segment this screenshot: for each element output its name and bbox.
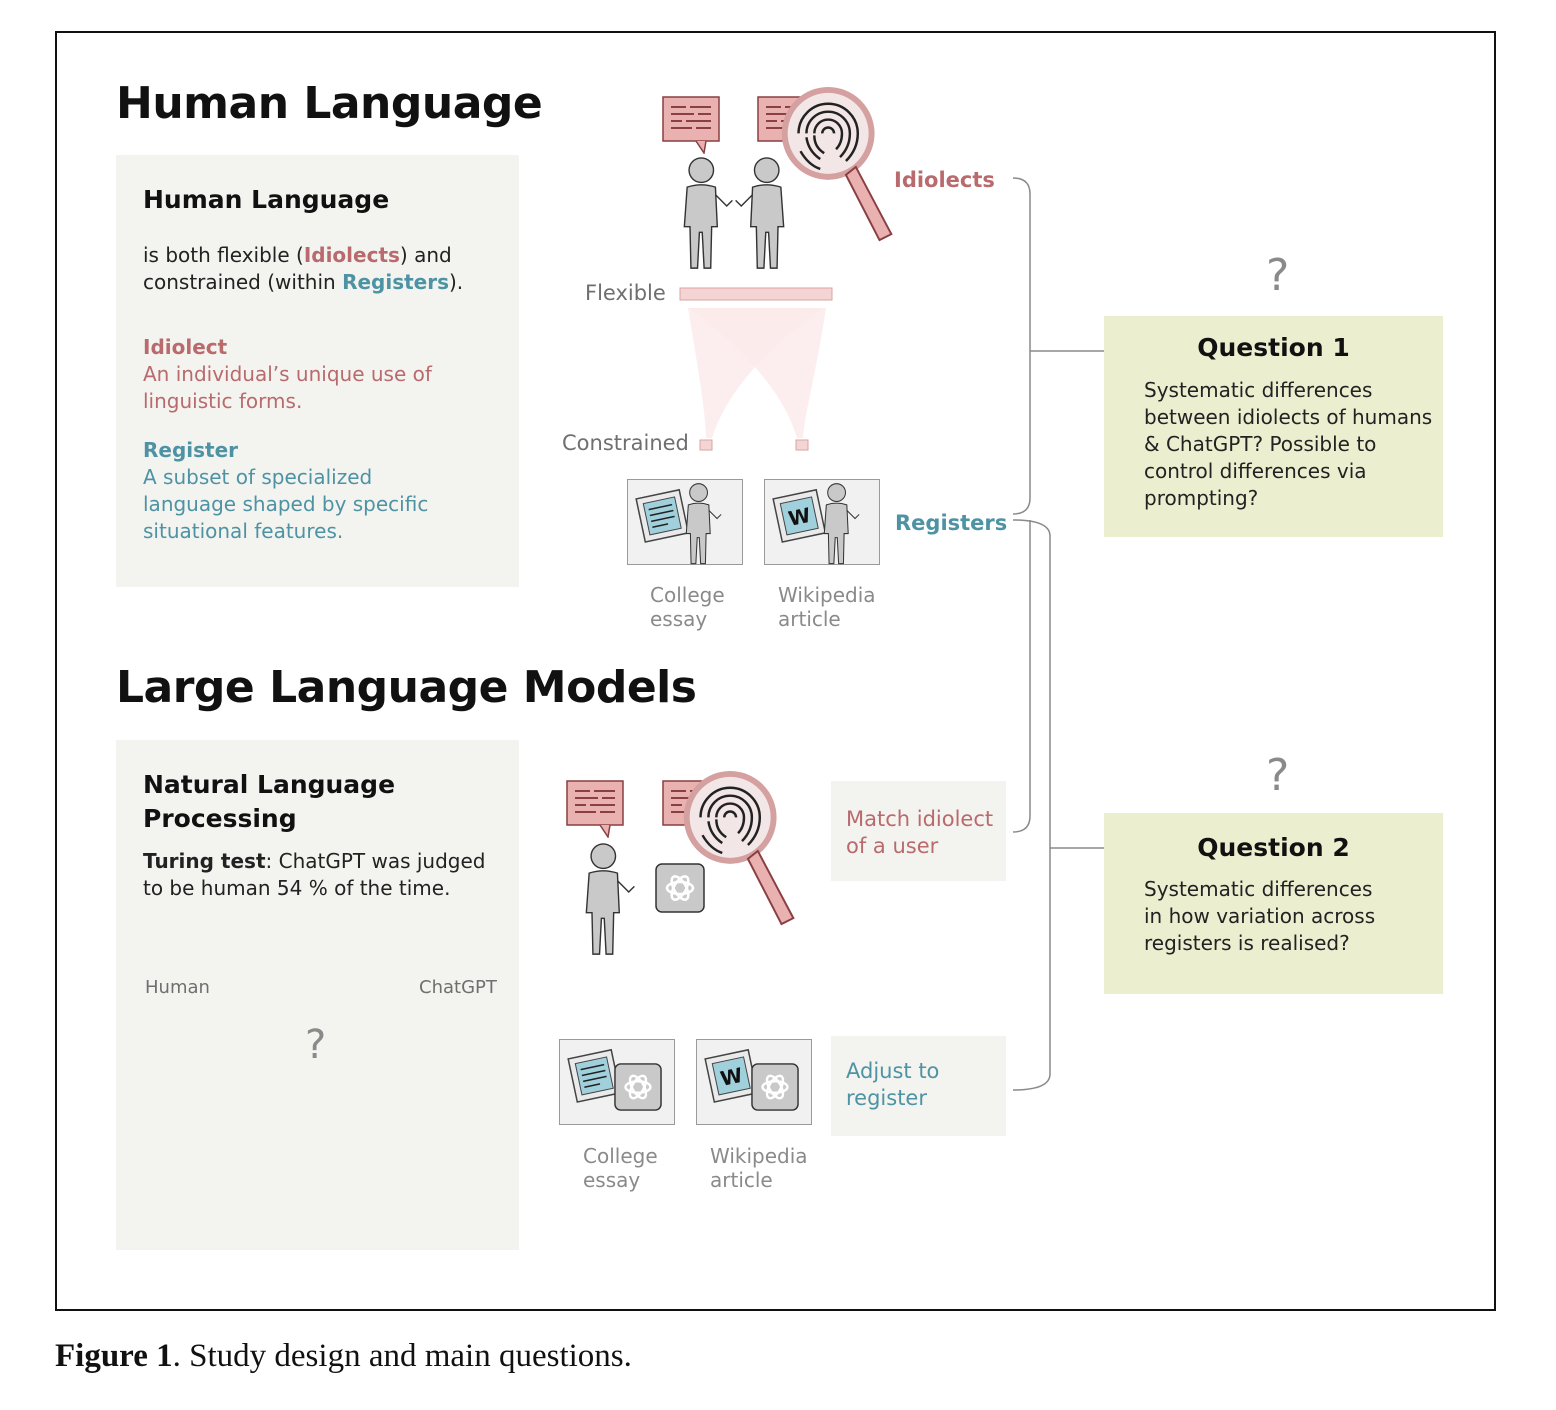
human-card-label: Human xyxy=(145,977,210,998)
question-1-text: Systematic differences between idiolects… xyxy=(1144,378,1433,510)
constrained-bar-right xyxy=(795,439,809,451)
wikipedia-laptop-icon xyxy=(764,479,880,565)
turing-question-mark: ? xyxy=(305,1022,327,1068)
funnel-shape-left xyxy=(688,308,826,438)
llm-heading: Large Language Models xyxy=(116,662,697,713)
connector-lines xyxy=(1012,177,1104,1091)
idiolect-definition: An individual’s unique use of linguistic… xyxy=(143,362,432,413)
caption-text: . Study design and main questions. xyxy=(172,1338,632,1374)
chatgpt-card-label: ChatGPT xyxy=(419,977,497,998)
funnel-shape-right xyxy=(688,308,826,438)
constrained-bar-left xyxy=(699,439,713,451)
register-term: Register xyxy=(143,438,239,462)
question-1-title: Question 1 xyxy=(1197,333,1350,362)
adjust-register-box: Adjust to register xyxy=(831,1036,1006,1136)
chatgpt-logo-icon xyxy=(614,1063,662,1111)
person-icon xyxy=(585,843,636,955)
person-icon xyxy=(734,157,785,269)
register-definition: A subset of specialized language shaped … xyxy=(143,465,429,543)
college-essay-laptop-icon xyxy=(627,479,743,565)
human-language-panel: Human Language is both flexible (Idiolec… xyxy=(116,155,519,587)
turing-test-text: Turing test: ChatGPT was judged to be hu… xyxy=(143,849,486,900)
llm-register-item-college-essay: College essay xyxy=(583,1144,658,1192)
register-item-wikipedia-article: Wikipedia article xyxy=(778,583,876,631)
match-idiolect-label: Match idiolect of a user xyxy=(846,807,994,858)
question-2-text: Systematic differences in how variation … xyxy=(1144,877,1376,955)
figure-caption: Figure 1. Study design and main question… xyxy=(55,1338,632,1375)
question-2-mark: ? xyxy=(1266,750,1290,801)
nlp-panel-title: Natural Language Processing xyxy=(143,770,396,833)
question-1-box: Question 1 Systematic differences betwee… xyxy=(1104,316,1443,537)
speech-bubble-icon xyxy=(566,780,624,838)
speech-bubble-icon xyxy=(662,96,720,154)
nlp-panel: Natural Language Processing Turing test:… xyxy=(116,740,519,1250)
llm-register-item-wikipedia-article: Wikipedia article xyxy=(710,1144,808,1192)
flexible-label: Flexible xyxy=(585,281,666,305)
register-item-college-essay: College essay xyxy=(650,583,725,631)
adjust-register-label: Adjust to register xyxy=(846,1059,940,1110)
human-panel-title: Human Language xyxy=(143,185,390,214)
question-2-box: Question 2 Systematic differences in how… xyxy=(1104,813,1443,994)
idiolect-term: Idiolect xyxy=(143,335,228,359)
human-language-heading: Human Language xyxy=(116,78,543,129)
human-panel-intro: is both flexible (Idiolects) and constra… xyxy=(143,243,464,294)
fingerprint-magnifier-icon xyxy=(785,90,892,240)
chatgpt-logo-icon xyxy=(751,1063,799,1111)
registers-highlight: Registers xyxy=(342,270,449,294)
question-1-mark: ? xyxy=(1266,250,1290,301)
question-2-title: Question 2 xyxy=(1197,833,1350,862)
caption-figure-number: Figure 1 xyxy=(55,1338,173,1374)
idiolects-highlight: Idiolects xyxy=(303,243,400,267)
person-icon xyxy=(683,157,734,269)
match-idiolect-box: Match idiolect of a user xyxy=(831,781,1006,881)
registers-label: Registers xyxy=(895,511,1008,535)
constrained-label: Constrained xyxy=(562,431,689,455)
flexible-bar xyxy=(679,287,833,301)
idiolects-label: Idiolects xyxy=(894,168,995,192)
figure-frame xyxy=(55,31,1496,1311)
chatgpt-logo-icon xyxy=(655,863,705,913)
